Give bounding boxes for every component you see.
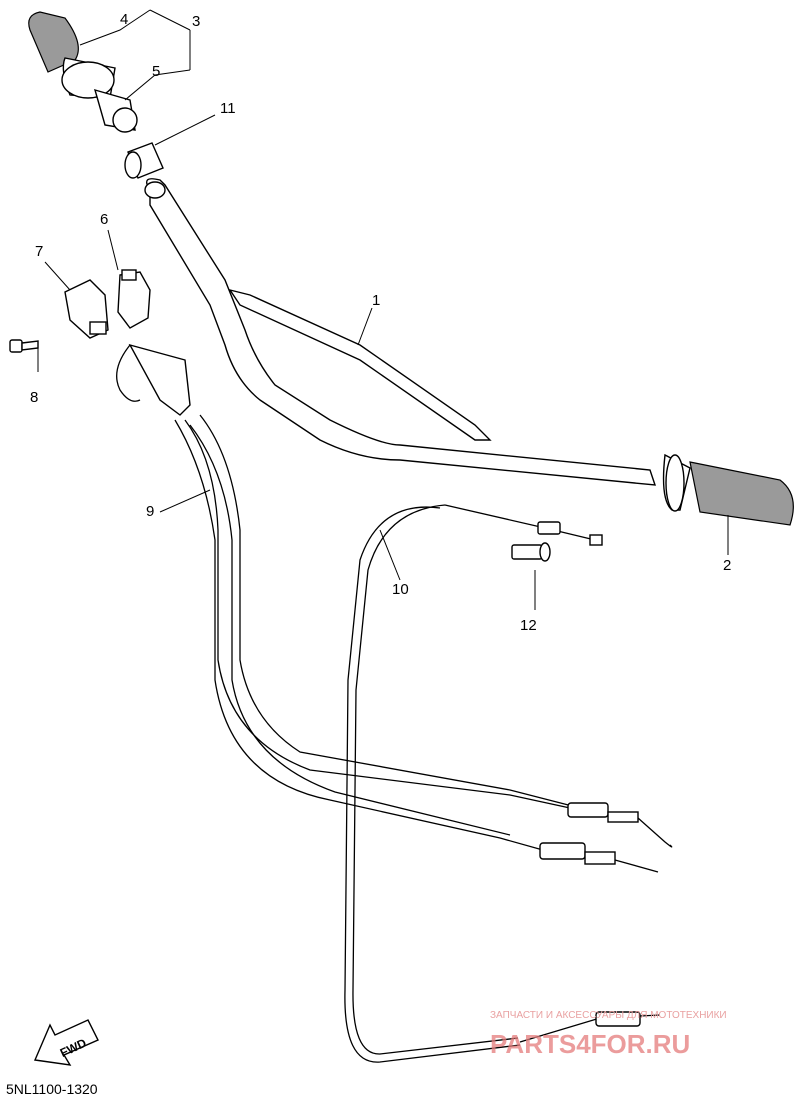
callout-4: 4	[120, 11, 128, 28]
throttle-cable-end-upper	[567, 802, 673, 848]
fwd-arrow: FWD	[33, 1019, 99, 1066]
throttle-grip-assembly	[28, 11, 138, 133]
throttle-cable-end-lower	[539, 842, 659, 873]
callout-8: 8	[30, 389, 38, 406]
callout-11: 11	[220, 100, 236, 117]
callout-7: 7	[35, 243, 43, 260]
throttle-cable-assembly	[116, 343, 673, 873]
handlebar	[144, 178, 657, 486]
leader-lines	[37, 9, 729, 610]
callout-5: 5	[152, 63, 160, 80]
right-grip	[662, 453, 794, 526]
diagram-code: 5NL1100-1320	[6, 1081, 98, 1097]
throttle-housing-upper	[117, 269, 151, 329]
throttle-housing-lower	[64, 279, 109, 339]
clutch-cable	[344, 504, 661, 1063]
callout-6: 6	[100, 211, 108, 228]
watermark: ЗАПЧАСТИ И АКСЕССУАРЫ ДЛЯ МОТОТЕХНИКИ PA…	[490, 1010, 727, 1059]
callout-3: 3	[192, 13, 200, 30]
screw	[9, 339, 39, 353]
callout-labels: 1 2 3 4 5 6 7 8 9 10 11 12	[30, 11, 731, 634]
callout-12: 12	[520, 617, 537, 634]
callout-1: 1	[372, 292, 380, 309]
cable-adjuster	[511, 542, 551, 562]
collar	[124, 142, 164, 179]
callout-10: 10	[392, 581, 409, 598]
watermark-brand: PARTS4FOR.RU	[490, 1029, 690, 1059]
callout-9: 9	[146, 503, 154, 520]
callout-2: 2	[723, 557, 731, 574]
watermark-tagline: ЗАПЧАСТИ И АКСЕССУАРЫ ДЛЯ МОТОТЕХНИКИ	[490, 1010, 727, 1021]
